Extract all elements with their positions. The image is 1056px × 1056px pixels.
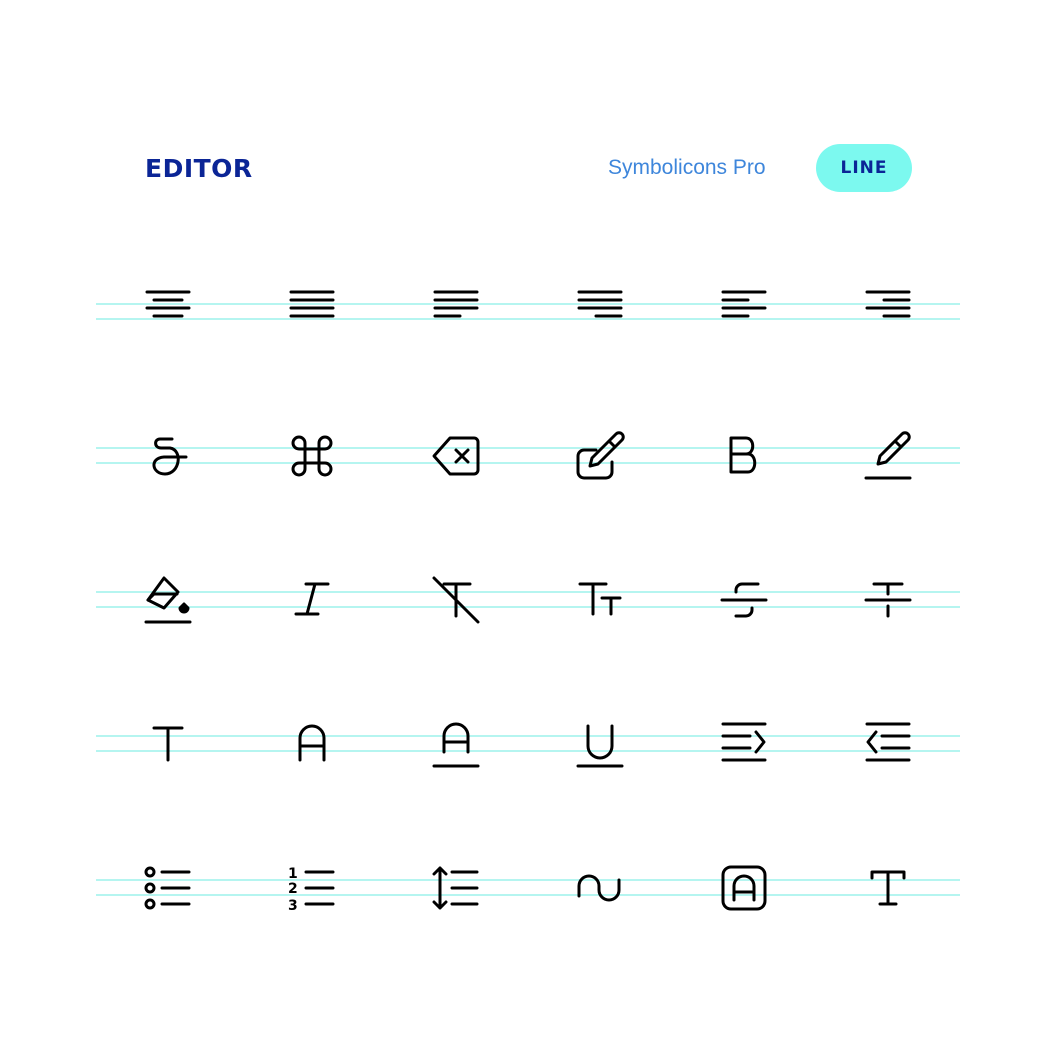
style-badge-label: LINE [840,158,888,178]
font-color-icon [432,720,480,768]
outdent-icon [864,720,912,768]
guide-line [96,591,960,593]
guide-line [96,303,960,305]
text-t-icon [144,720,192,768]
text-cursor-icon [864,864,912,912]
command-icon [288,432,336,480]
bullet-list-icon [144,864,192,912]
guide-line [96,318,960,320]
justify-left-icon [432,288,480,336]
list-number: 3 [288,898,298,914]
list-number: 2 [288,881,298,897]
justify-right-icon [576,288,624,336]
guide-line [96,879,960,881]
underline-icon [576,720,624,768]
align-left-icon [720,288,768,336]
justify-icon [288,288,336,336]
backspace-icon [432,432,480,480]
indent-icon [720,720,768,768]
guide-line [96,735,960,737]
brand-name: Symbolicons Pro [608,156,766,179]
guide-line [96,750,960,752]
pencil-underline-icon [864,431,912,480]
text-size-icon [576,576,624,624]
ampersand-icon [144,432,192,480]
page-title: EDITOR [145,154,253,183]
guide-line [96,606,960,608]
line-spacing-icon [432,864,480,912]
font-box-icon [720,864,768,912]
align-center-icon [144,288,192,336]
letter-a-icon [288,720,336,768]
align-right-icon [864,288,912,336]
italic-icon [288,576,336,624]
bold-icon [720,432,768,480]
tilde-icon [576,864,624,912]
guide-line [96,462,960,464]
fill-color-icon [144,576,192,624]
guide-line [96,894,960,896]
style-badge: LINE [816,144,912,192]
edit-square-icon [576,431,625,480]
strikethrough-s-icon [720,576,768,624]
list-number: 1 [288,866,298,882]
guide-line [96,447,960,449]
numbered-list-icon: 1 2 3 [288,864,336,914]
clear-format-icon [432,576,480,624]
strikethrough-t-icon [864,576,912,624]
